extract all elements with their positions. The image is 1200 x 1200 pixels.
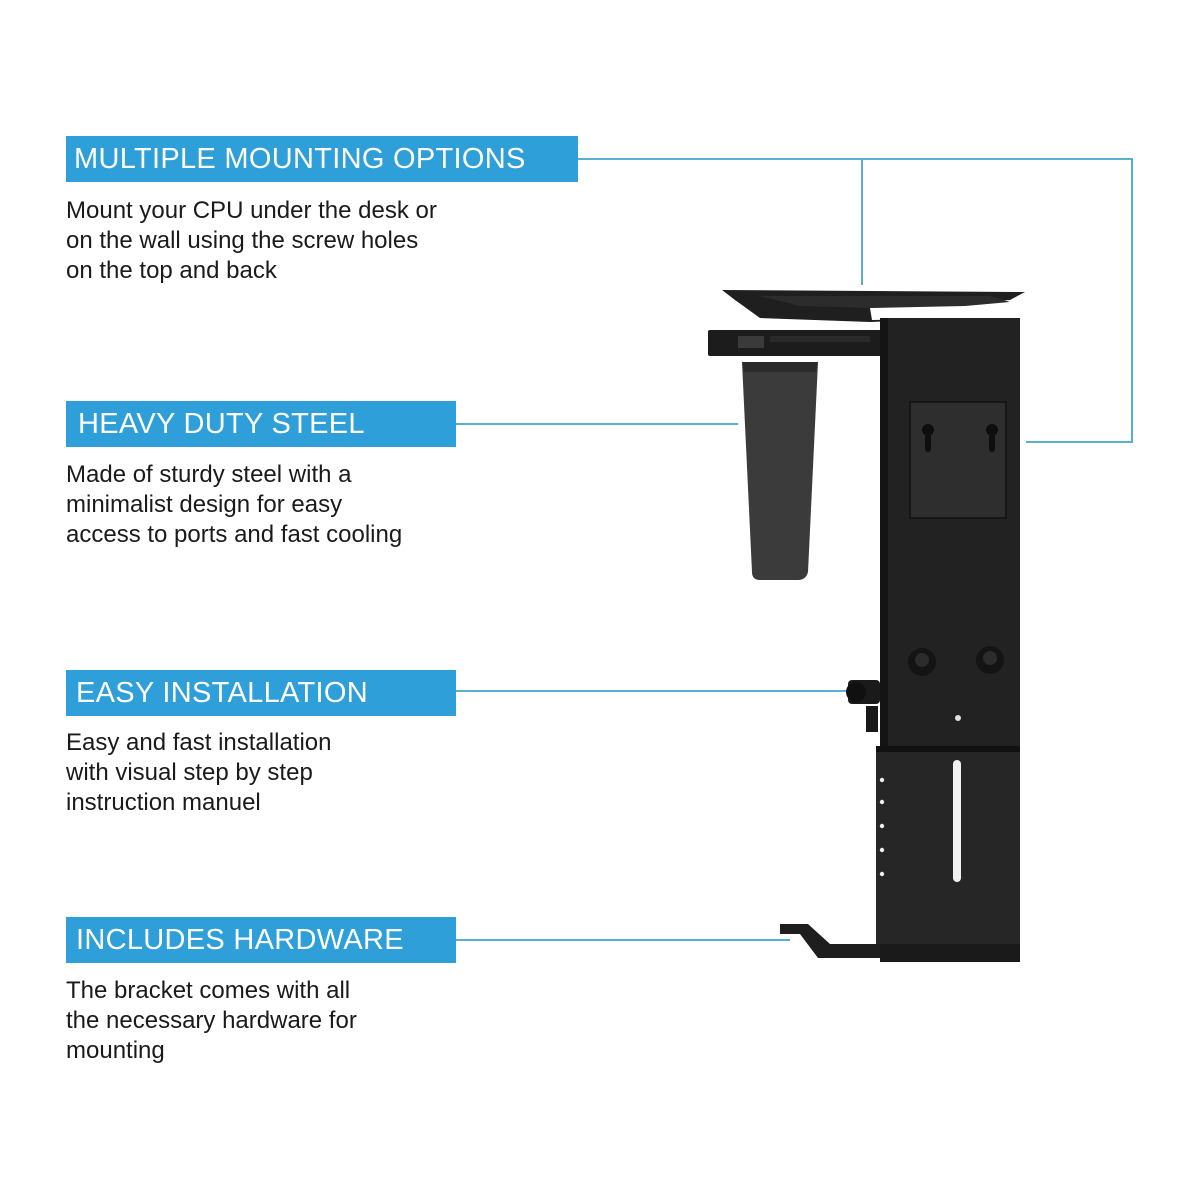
callout-line-mounting [578,158,1133,443]
lower-extension [876,748,1020,958]
feature-description-easy-installation: Easy and fast installation with visual s… [66,729,332,816]
feature-heading-includes-hardware: INCLUDES HARDWARE [66,917,456,963]
wall-plate [909,401,1007,519]
adjust-slot [953,760,961,882]
keyhole-slots [922,424,998,452]
main-body [880,318,1020,748]
body-knobs [908,646,1004,721]
feature-description-heavy-duty-steel: Made of sturdy steel with a minimalist d… [66,461,403,548]
feature-description-includes-hardware: The bracket comes with all the necessary… [66,977,357,1064]
adjust-holes [879,777,885,877]
side-adjust-knob [846,680,880,732]
callout-lines [456,158,1133,941]
feature-heading-easy-installation: EASY INSTALLATION [66,670,456,716]
side-clamp-arm [742,362,818,580]
cpu-bracket [708,290,1025,962]
feature-heading-heavy-duty-steel: HEAVY DUTY STEEL [66,401,456,447]
feature-heading-mounting-options: MULTIPLE MOUNTING OPTIONS [66,136,578,182]
feature-description-mounting-options: Mount your CPU under the desk or on the … [66,197,437,284]
clamp-rail [708,330,883,356]
